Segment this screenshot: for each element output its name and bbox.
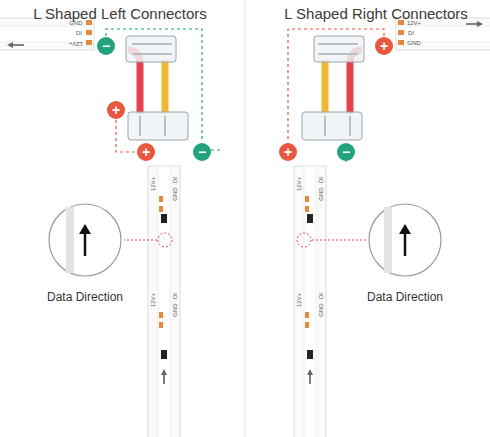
polarity-sign: + — [142, 145, 150, 159]
led-strip — [396, 18, 490, 50]
magnifier — [369, 204, 441, 276]
pin-label: 12V+ — [69, 40, 83, 47]
pin-label: 12V+ — [150, 293, 157, 307]
polarity-marker: − — [193, 143, 211, 161]
polarity-sign: + — [284, 145, 292, 159]
pin-label: GND — [407, 40, 420, 47]
led-strip — [124, 166, 180, 437]
polarity-leader — [288, 29, 384, 142]
pin-label: DI — [172, 177, 179, 183]
polarity-sign: − — [198, 145, 206, 159]
polarity-marker: − — [97, 37, 115, 55]
pin-label: DI — [318, 177, 325, 183]
l-connector — [126, 36, 188, 140]
leader-line — [211, 150, 222, 151]
polarity-marker: + — [279, 143, 297, 161]
polarity-sign: − — [102, 39, 110, 53]
caption-label: Data Direction — [367, 290, 443, 304]
pin-label: GND — [69, 20, 82, 27]
pin-label: 12V+ — [296, 177, 303, 191]
heading: L Shaped Left Connectors — [33, 5, 207, 22]
caption-label: Data Direction — [47, 290, 123, 304]
pin-label: GND — [172, 303, 179, 316]
polarity-leader — [106, 29, 202, 142]
polarity-marker: + — [137, 143, 155, 161]
polarity-sign: + — [380, 39, 388, 53]
pin-label: 12V+ — [150, 177, 157, 191]
pin-label: GND — [318, 303, 325, 316]
pin-label: DI — [318, 293, 325, 299]
pin-label: GND — [318, 187, 325, 200]
polarity-marker: − — [337, 143, 355, 161]
led-strip — [0, 18, 94, 50]
pin-label: 12V+ — [407, 20, 421, 27]
pin-label: DI — [76, 30, 82, 37]
pin-label: GND — [172, 187, 179, 200]
pin-label: DI — [172, 293, 179, 299]
heading: L Shaped Right Connectors — [284, 5, 468, 22]
polarity-marker: + — [375, 37, 393, 55]
divider — [245, 0, 246, 437]
l-connector — [302, 36, 364, 140]
polarity-sign: + — [112, 103, 120, 117]
pin-label: 12V+ — [296, 293, 303, 307]
polarity-sign: − — [342, 145, 350, 159]
polarity-marker: + — [107, 101, 125, 119]
led-strip — [294, 166, 366, 437]
magnifier — [49, 204, 121, 276]
pin-label: DI — [408, 30, 414, 37]
polarity-leader — [116, 120, 136, 152]
